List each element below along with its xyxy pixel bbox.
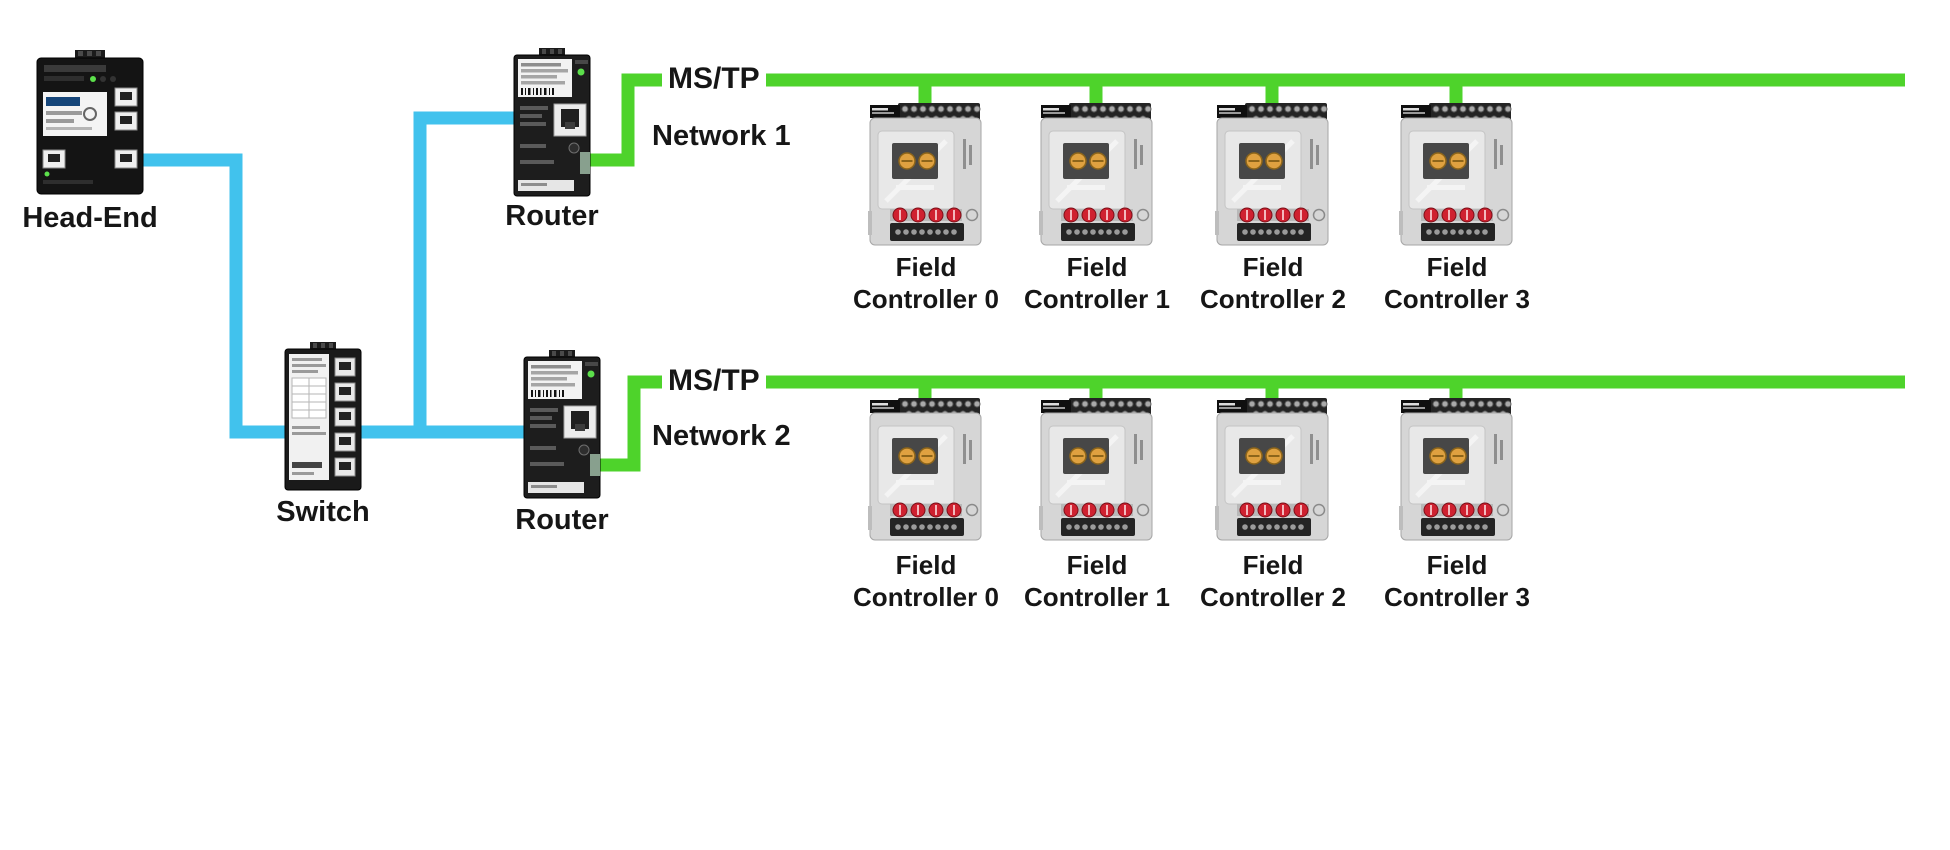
field-controller-n2-2 [1215, 398, 1328, 540]
field-controller-n2-0 [868, 398, 981, 540]
field-controller-n2-2-label: Field Controller 2 [1200, 550, 1346, 612]
ethernet-cable-headend-to-switch [138, 153, 532, 439]
switch-label: Switch [276, 496, 370, 528]
field-controller-n1-1-label: Field Controller 1 [1024, 252, 1170, 314]
field-controller-n1-0 [868, 103, 981, 245]
switch-device [284, 342, 362, 491]
field-controller-n2-0-label: Field Controller 0 [853, 550, 999, 612]
field-controller-n2-1 [1039, 398, 1152, 540]
field-controller-n1-0-label: Field Controller 0 [853, 252, 999, 314]
router1-label: Router [505, 200, 599, 232]
field-controller-n2-3-label: Field Controller 3 [1384, 550, 1530, 612]
network2-label: Network 2 [652, 420, 791, 452]
mstp-label-network1: MS/TP [662, 62, 766, 96]
router2-label: Router [515, 504, 609, 536]
field-controller-n2-3 [1399, 398, 1512, 540]
mstp-label-network2: MS/TP [662, 364, 766, 398]
field-controller-n2-1-label: Field Controller 1 [1024, 550, 1170, 612]
ethernet-cable-switch-to-router1 [413, 111, 518, 432]
router2-device [523, 350, 601, 499]
field-controller-n1-3 [1399, 103, 1512, 245]
field-controller-n1-3-label: Field Controller 3 [1384, 252, 1530, 314]
mstp-cable-run [575, 73, 1905, 472]
ethernet-cable-run [138, 111, 532, 439]
field-controller-n1-2 [1215, 103, 1328, 245]
field-controller-n1-1 [1039, 103, 1152, 245]
headend-device [36, 50, 144, 195]
field-controller-n1-2-label: Field Controller 2 [1200, 252, 1346, 314]
headend-label: Head-End [22, 202, 158, 234]
router1-device [513, 48, 591, 197]
network1-label: Network 1 [652, 120, 791, 152]
